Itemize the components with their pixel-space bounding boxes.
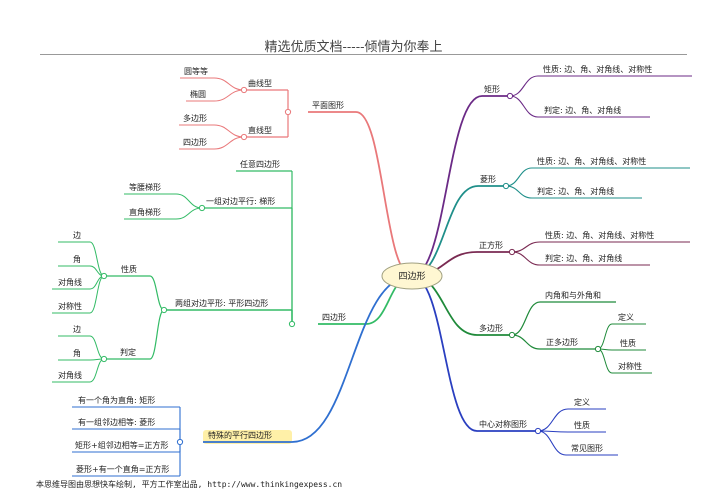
branch-joint-13 xyxy=(594,345,602,353)
node-def: 定义 xyxy=(618,312,634,322)
link-s_def xyxy=(537,408,569,432)
node-polygon_leaf: 多边形 xyxy=(183,113,207,123)
branch-joint-3 xyxy=(288,320,296,328)
node-square: 正方形 xyxy=(479,240,503,250)
node-prop: 性质 xyxy=(121,264,137,274)
link-plane xyxy=(355,111,413,277)
node-pg_sym: 对称性 xyxy=(618,361,642,371)
branch-joint-5 xyxy=(160,306,168,314)
link-inner_outer xyxy=(511,301,541,336)
link-regular xyxy=(511,334,541,350)
branch-joint-14 xyxy=(534,427,542,435)
node-judge: 判定 xyxy=(120,347,136,357)
link-rect_judge xyxy=(509,95,539,118)
link-def xyxy=(597,323,613,350)
node-curve: 曲线型 xyxy=(248,78,272,88)
link-rh_judge xyxy=(505,185,533,199)
node-plane: 平面图形 xyxy=(312,101,344,110)
branch-joint-1 xyxy=(240,86,248,94)
node-rect_prop: 性质: 边、角、对角线、对称性 xyxy=(543,64,652,74)
page-header-title: 精选优质文档-----倾情为你奉上 xyxy=(264,40,443,55)
page-footer: 本思维导图由思想快车绘制, 平方工作室出品, http://www.thinki… xyxy=(36,480,343,489)
link-s_common xyxy=(537,430,567,456)
header-divider xyxy=(40,54,687,55)
link-polygon_leaf xyxy=(213,124,245,138)
node-s_prop: 性质 xyxy=(574,420,590,430)
node-any_quad: 任意四边形 xyxy=(240,159,280,169)
node-ellipse: 椭圆 xyxy=(190,89,206,99)
node-sp2: 有一组邻边相等: 菱形 xyxy=(78,417,155,427)
center-node-label: 四边形 xyxy=(398,270,425,282)
node-quadrilateral: 四边形 xyxy=(322,312,346,322)
node-diag: 对角线 xyxy=(58,277,82,287)
branch-joint-7 xyxy=(100,355,108,363)
node-sp1: 有一个角为直角: 矩形 xyxy=(78,395,155,405)
center-node-bubble xyxy=(381,262,443,290)
node-j_edge: 边 xyxy=(73,324,81,334)
branch-joint-0 xyxy=(284,108,292,116)
branch-joint-4 xyxy=(198,204,206,212)
link-symmetric xyxy=(411,275,478,432)
link-iso_trap xyxy=(175,193,203,209)
link-rh_prop xyxy=(505,167,533,187)
node-line_type: 直线型 xyxy=(248,125,272,135)
node-sym: 对称性 xyxy=(58,301,82,311)
node-j_angle: 角 xyxy=(73,348,81,358)
node-rect_judge: 判定: 边、角、对角线 xyxy=(544,105,621,115)
link-ellipse xyxy=(213,89,245,102)
link-sq_judge xyxy=(511,251,541,266)
node-sp4: 菱形+有一个直角=正方形 xyxy=(76,464,169,474)
node-parallelogram: 两组对边平形: 平形四边形 xyxy=(175,298,268,308)
node-sp3: 矩形+组邻边相等=正方形 xyxy=(75,440,168,450)
branch-joint-12 xyxy=(508,331,516,339)
node-regular: 正多边形 xyxy=(546,337,578,347)
node-polygon: 多边形 xyxy=(479,323,503,333)
branch-joint-8 xyxy=(176,438,184,446)
node-j_diag: 对角线 xyxy=(58,370,82,380)
link-quad_leaf xyxy=(213,136,245,150)
node-right_trap: 直角梯形 xyxy=(129,207,161,217)
node-sq_prop: 性质: 边、角、对角线、对称性 xyxy=(545,230,654,240)
node-pg_prop: 性质 xyxy=(620,338,636,348)
link-special xyxy=(291,275,413,443)
node-rh_judge: 判定: 边、角、对角线 xyxy=(537,186,614,196)
mind-map-links xyxy=(52,75,692,477)
node-special: 特殊的平行四边形 xyxy=(208,430,272,440)
link-prop xyxy=(149,275,165,311)
link-j_edge xyxy=(89,335,105,360)
link-rect_prop xyxy=(509,75,539,97)
node-sq_judge: 判定: 边、角、对角线 xyxy=(545,253,622,263)
node-rh_prop: 性质: 边、角、对角线、对称性 xyxy=(537,156,646,166)
branch-joint-2 xyxy=(240,133,248,141)
node-iso_trap: 等腰梯形 xyxy=(129,182,161,192)
link-rect xyxy=(411,95,483,277)
link-judge xyxy=(149,309,165,360)
node-rhombus: 菱形 xyxy=(480,174,496,184)
link-j_diag xyxy=(89,358,105,383)
link-right_trap xyxy=(175,207,203,220)
link-sq_prop xyxy=(511,241,541,253)
node-quad_leaf: 四边形 xyxy=(183,137,207,147)
node-circle: 圆等等 xyxy=(184,66,208,76)
link-pg_sym xyxy=(597,348,613,374)
branch-joint-10 xyxy=(502,182,510,190)
node-edge: 边 xyxy=(73,230,81,240)
node-inner_outer: 内角和与外角和 xyxy=(545,290,601,300)
node-symmetric: 中心对称图形 xyxy=(479,419,527,429)
node-s_def: 定义 xyxy=(574,397,590,407)
node-s_common: 常见图形 xyxy=(571,444,603,453)
branch-joint-6 xyxy=(100,272,108,280)
special-node-highlight xyxy=(203,430,292,444)
branch-joint-11 xyxy=(508,248,516,256)
branch-joint-9 xyxy=(506,92,514,100)
node-angle: 角 xyxy=(73,254,81,264)
link-circle xyxy=(213,77,245,91)
node-rect: 矩形 xyxy=(484,84,500,94)
node-trap: 一组对边平行: 梯形 xyxy=(206,196,275,206)
